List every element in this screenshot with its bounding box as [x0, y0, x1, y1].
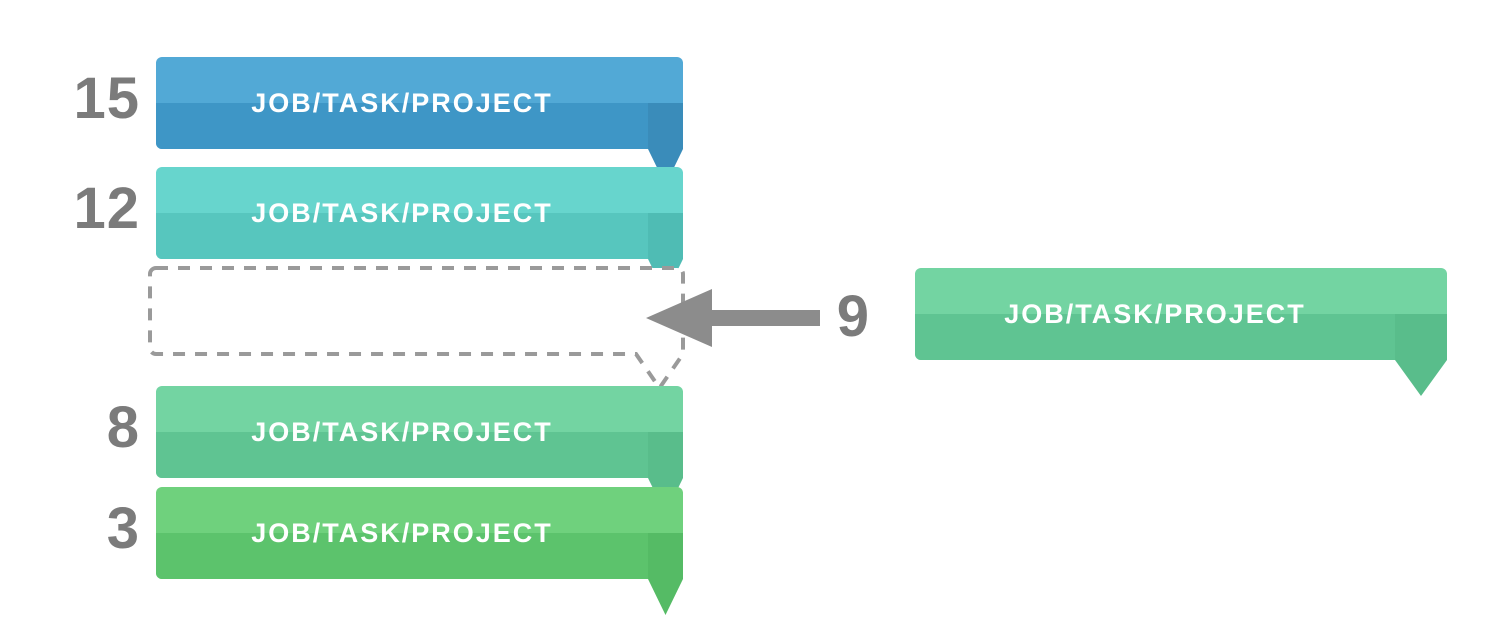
insertion-arrow — [646, 288, 820, 348]
rank-value-5: 3 — [106, 496, 140, 561]
banner-row-placeholder[interactable] — [148, 266, 690, 392]
rank-value-2: 12 — [73, 176, 140, 241]
banner-shape-5 — [156, 487, 683, 615]
rank-value-4: 8 — [106, 395, 140, 460]
banner-shape-1 — [156, 57, 683, 185]
arrow-left-icon — [646, 289, 820, 347]
rank-value-1: 15 — [73, 66, 140, 131]
banner-row-5[interactable]: JOB/TASK/PROJECT — [156, 487, 683, 622]
placeholder-shape — [148, 266, 685, 392]
incoming-rank-value: 9 — [836, 284, 870, 349]
incoming-banner[interactable]: JOB/TASK/PROJECT — [915, 268, 1447, 403]
banner-shape-4 — [156, 386, 683, 514]
incoming-banner-shape — [915, 268, 1447, 396]
